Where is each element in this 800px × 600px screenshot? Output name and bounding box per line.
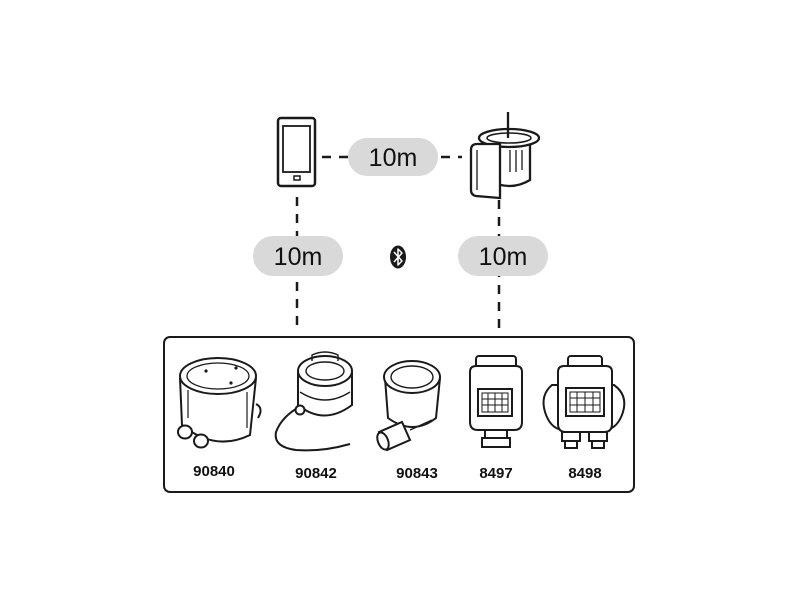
inline-valve-icon [376, 360, 441, 452]
valve-box-icon [177, 357, 262, 449]
device-code-8498: 8498 [568, 465, 601, 482]
smartphone-icon [276, 116, 317, 188]
sensor-with-cable-icon [274, 351, 353, 452]
distance-label-left-text: 10m [274, 243, 323, 271]
device-code-90842: 90842 [295, 465, 337, 482]
distance-label-right: 10m [458, 236, 548, 276]
bluetooth-icon [390, 245, 406, 269]
single-outlet-tap-timer-icon [469, 355, 523, 448]
distance-label-top: 10m [348, 138, 438, 176]
hub-controller-icon [469, 112, 541, 200]
device-code-90840: 90840 [193, 463, 235, 480]
device-code-8497: 8497 [479, 465, 512, 482]
distance-label-right-text: 10m [479, 243, 528, 271]
dual-outlet-tap-timer-icon [542, 355, 626, 449]
distance-label-left: 10m [253, 236, 343, 276]
device-code-90843: 90843 [396, 465, 438, 482]
distance-label-top-text: 10m [369, 144, 418, 172]
